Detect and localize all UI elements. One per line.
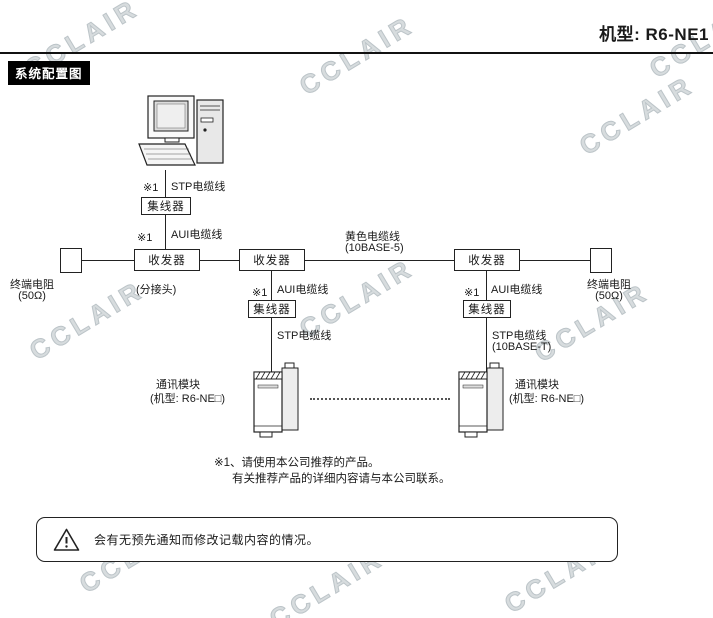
section-title: 系统配置图 [8,61,90,85]
hub-box: 集线器 [463,300,511,318]
computer-icon [138,95,224,166]
warning-icon [53,528,80,551]
footnote-line: ※1、请使用本公司推荐的产品。 [214,457,380,469]
cable-line [271,271,273,300]
cable-line [165,170,167,197]
aui-cable-label: AUI电缆线 [171,229,223,241]
stp-cable-label: STP电缆线 [492,330,547,342]
comm-module-label: 通讯模块 [156,379,200,391]
comm-module-model-label: (机型: R6-NE□) [509,393,585,405]
aui-cable-label: AUI电缆线 [491,284,543,296]
transceiver-box: 收发器 [134,249,200,271]
aui-cable-label: AUI电缆线 [277,284,329,296]
ref-mark: ※1 [143,182,159,194]
yellow-cable-spec-label: (10BASE-5) [345,242,404,254]
hub-box: 集线器 [248,300,296,318]
continuation-dots [310,398,450,400]
watermark: CCLAIR [294,9,420,102]
terminal-resistor-box [590,248,612,273]
stp-spec-label: (10BASE-T) [492,341,552,353]
tap-label: (分接头) [136,284,177,296]
terminal-resistor-value: (50Ω) [595,290,623,302]
terminal-resistor-label: 终端电阻 [587,279,631,291]
hub-box: 集线器 [141,197,191,215]
footnote-line: 有关推荐产品的详细内容请与本公司联系。 [232,473,451,485]
watermark: CCLAIR [574,69,700,162]
ref-mark: ※1 [464,287,480,299]
comm-module-label: 通讯模块 [515,379,559,391]
header-divider [0,52,713,54]
model-label: 机型: R6-NE1 [599,25,709,44]
terminal-resistor-value: (50Ω) [18,290,46,302]
comm-module-model-label: (机型: R6-NE□) [150,393,226,405]
notice-text: 会有无预先通知而修改记载内容的情况。 [94,533,320,547]
terminal-resistor-box [60,248,82,273]
comm-module-icon [253,362,299,438]
terminal-resistor-label: 终端电阻 [10,279,54,291]
stp-cable-label: STP电缆线 [171,181,226,193]
cable-line [486,318,488,373]
cable-line [165,215,167,250]
comm-module-icon [458,362,504,438]
stp-cable-label: STP电缆线 [277,330,332,342]
transceiver-box: 收发器 [454,249,520,271]
transceiver-box: 收发器 [239,249,305,271]
notice-box: 会有无预先通知而修改记载内容的情况。 [36,517,618,562]
bus-cable-line [82,260,590,262]
ref-mark: ※1 [252,287,268,299]
yellow-cable-label: 黄色电缆线 [345,231,400,243]
cable-line [486,271,488,300]
cable-line [271,318,273,373]
ref-mark: ※1 [137,232,153,244]
